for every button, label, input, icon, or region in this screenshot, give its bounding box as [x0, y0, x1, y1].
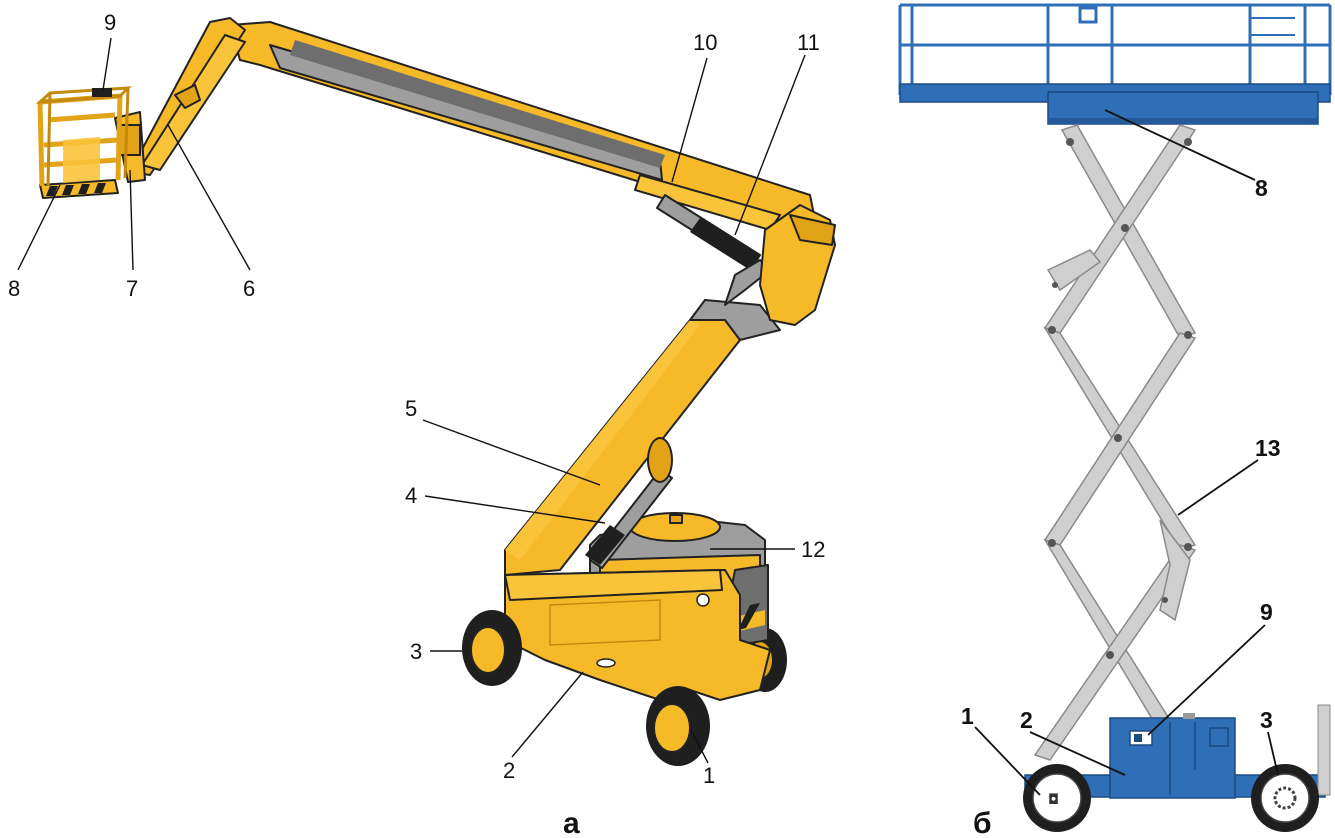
platform-railing — [898, 3, 1332, 95]
scissor-arms — [1033, 124, 1197, 761]
label-b-8: 8 — [1255, 175, 1268, 201]
label-b-13: 13 — [1255, 435, 1281, 461]
leader-a-1 — [689, 727, 709, 764]
scissor-front-wheel: ◘ — [1023, 764, 1091, 832]
platform-rotator — [114, 111, 146, 183]
leader-a-4 — [424, 495, 606, 524]
upper-boom — [229, 21, 816, 231]
leader-a-11 — [734, 54, 806, 236]
front-left-wheel — [462, 610, 522, 686]
label-a-7: 7 — [126, 276, 138, 301]
label-a-5: 5 — [405, 396, 417, 421]
label-a-10: 10 — [693, 30, 717, 55]
scissor-base — [1024, 704, 1331, 799]
leader-a-10 — [671, 57, 708, 183]
label-a-6: 6 — [243, 276, 255, 301]
leader-b-2 — [1029, 731, 1126, 776]
leader-a-2 — [511, 671, 584, 758]
scissor-rear-wheel — [1251, 764, 1319, 832]
label-a-11: 11 — [797, 30, 820, 55]
leader-b-8 — [1104, 109, 1256, 181]
label-b-9: 9 — [1260, 599, 1273, 625]
basket-control-panel — [92, 88, 112, 97]
label-b-3: 3 — [1260, 707, 1273, 733]
boom-knuckle — [759, 204, 836, 326]
caption-a: а — [563, 807, 580, 838]
caption-b: б — [973, 807, 992, 838]
leader-a-9 — [102, 37, 112, 91]
scissor-lift-figure: ◘ 1 2 3 8 9 13 б — [898, 3, 1332, 838]
label-b-1: 1 — [961, 703, 974, 729]
label-a-2: 2 — [503, 758, 515, 783]
leader-a-6 — [167, 124, 251, 271]
leader-b-3 — [1267, 731, 1279, 776]
label-a-9: 9 — [104, 10, 116, 35]
leader-a-7 — [129, 169, 134, 271]
chassis — [504, 569, 771, 701]
work-platform-basket — [35, 86, 132, 199]
lower-boom — [504, 299, 781, 576]
label-a-1: 1 — [703, 763, 715, 788]
boom-lift-figure: 1 2 3 4 5 6 7 8 9 10 11 12 а — [8, 10, 836, 838]
label-a-8: 8 — [8, 276, 20, 301]
leader-b-13 — [1177, 459, 1259, 516]
scissor-platform-deck — [899, 83, 1331, 125]
label-a-4: 4 — [405, 483, 417, 508]
leader-a-8 — [17, 184, 61, 271]
lift-cylinder — [585, 437, 673, 569]
label-a-3: 3 — [410, 639, 422, 664]
svg-text:◘: ◘ — [1048, 792, 1059, 808]
leader-b-9 — [1147, 624, 1266, 736]
leader-b-1 — [974, 726, 1041, 796]
label-a-12: 12 — [801, 537, 825, 562]
label-b-2: 2 — [1020, 707, 1033, 733]
boom-cylinder — [656, 194, 771, 306]
jib-arm — [129, 17, 246, 176]
leader-a-5 — [422, 419, 601, 486]
front-wheel — [646, 686, 710, 766]
